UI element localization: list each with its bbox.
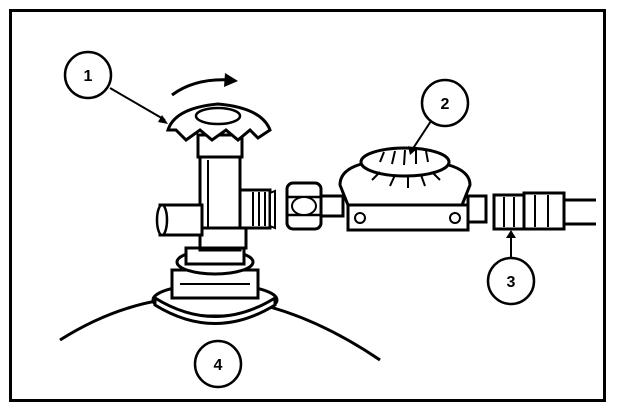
callout-4-label: 4 [214, 357, 223, 374]
callout-leaders [109, 87, 516, 258]
hose-connector [492, 191, 596, 231]
callout-1: 1 [63, 50, 113, 100]
callout-2: 2 [420, 78, 470, 128]
valve-body [155, 148, 276, 252]
callout-2-label: 2 [441, 96, 450, 113]
callout-3: 3 [486, 256, 536, 306]
callout-4: 4 [193, 339, 243, 389]
pressure-regulator [338, 146, 488, 232]
callout-1-label: 1 [84, 68, 93, 85]
cylinder-collar [151, 246, 279, 325]
coupling-nut [285, 181, 345, 231]
valve-handwheel [165, 73, 272, 159]
callout-3-label: 3 [507, 274, 516, 291]
